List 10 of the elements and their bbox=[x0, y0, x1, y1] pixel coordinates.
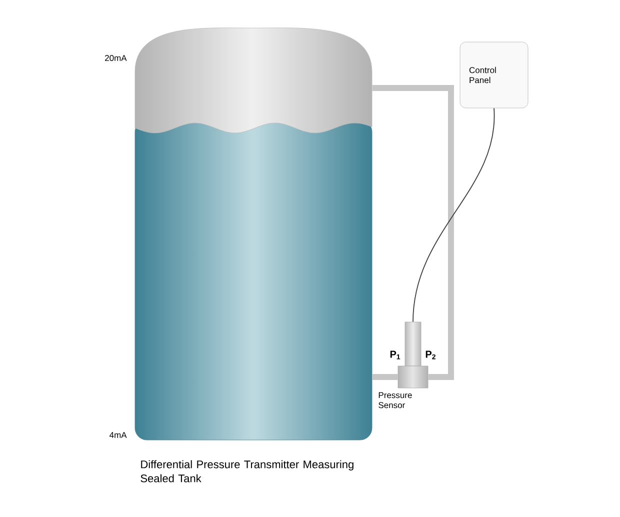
current-label: 20mA bbox=[105, 55, 127, 61]
tank-drawing bbox=[134, 28, 372, 440]
caption: Differential Pressure Transmitter Measuring Sealed Tank bbox=[140, 460, 354, 482]
control-panel-box: Control Panel bbox=[460, 42, 528, 108]
sensor-caption: Pressure Sensor bbox=[378, 392, 412, 408]
port-label: P$_{1}$ bbox=[390, 350, 400, 360]
current-label: 4mA bbox=[110, 432, 127, 438]
pipe bbox=[372, 85, 454, 380]
pipe bbox=[372, 374, 398, 380]
port-label: P$_{2}$ bbox=[426, 350, 436, 360]
